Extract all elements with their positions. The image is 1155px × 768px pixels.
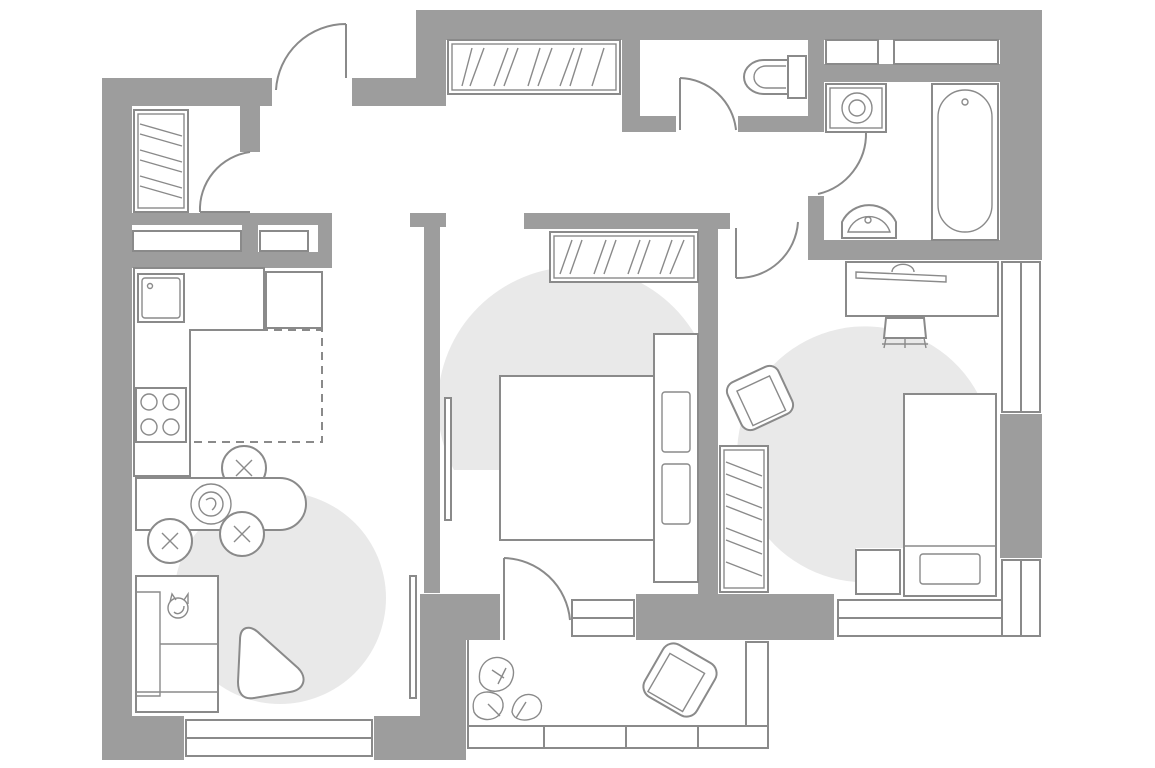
door-entry [275, 22, 347, 91]
wall-kitchen-partition-low [420, 594, 500, 640]
plant-icon [472, 656, 543, 721]
wall-toilet-bottom-left [622, 116, 676, 132]
wall-wardrobe-right [622, 40, 640, 132]
armchair-icon [725, 364, 795, 432]
toilet-icon [743, 55, 807, 99]
niche-shelf-2 [893, 39, 999, 65]
sink-icon [841, 204, 897, 239]
nightstand-icon [855, 549, 901, 595]
wall-upper-top [416, 10, 1042, 40]
sliding-door-kitchen [409, 575, 417, 699]
wall-entry-left-jamb [256, 78, 272, 96]
wall-bottom-left [102, 716, 184, 760]
wall-kids-right-pier [1000, 414, 1042, 558]
wardrobe-icon [719, 445, 769, 593]
wall-storage-shelf [132, 213, 332, 225]
wall-storage-post [318, 213, 332, 259]
wall-toilet-bottom-right [738, 116, 822, 132]
armchair-icon [642, 642, 718, 718]
sliding-door-bedroom [444, 397, 452, 521]
door-storage [198, 151, 251, 213]
single-bed-icon [903, 393, 997, 597]
niche-shelf-1 [825, 39, 879, 65]
balcony [467, 640, 769, 749]
niche-storage-2 [259, 230, 309, 252]
office-chair-icon [882, 317, 928, 349]
wall-bath-top [808, 64, 1000, 82]
door-kids [735, 221, 799, 280]
wall-kitchen-top [132, 252, 332, 268]
wall-bedroom-bottom [636, 594, 834, 640]
wall-upper-right [1000, 10, 1042, 260]
wall-hall-jamb [718, 213, 730, 227]
desk-icon [845, 261, 999, 317]
wardrobe-icon [447, 39, 621, 95]
wall-top-left-jamb [240, 78, 260, 152]
door-toilet [679, 77, 737, 131]
bedroom-zone [437, 266, 698, 470]
double-bed-icon [499, 333, 699, 583]
bathtub-icon [931, 83, 999, 241]
niches [132, 39, 999, 252]
dining-table-icon [135, 477, 307, 531]
washing-machine-icon [825, 83, 887, 133]
fridge-icon [265, 271, 323, 329]
door-balcony [503, 557, 571, 640]
wall-left [102, 78, 132, 760]
wall-kitchen-partition [424, 213, 440, 593]
wall-toilet-right [808, 40, 824, 132]
wall-bedroom-right [698, 213, 718, 595]
cat-icon [167, 591, 189, 619]
doors [198, 22, 868, 699]
kids-room-zone [737, 326, 978, 582]
kitchen-sink-icon [137, 273, 185, 323]
balcony-rail [467, 725, 769, 749]
stove-icon [135, 387, 187, 443]
wall-bedroom-top [524, 213, 730, 229]
coffee-table-icon [236, 626, 305, 700]
chair-icon [219, 511, 265, 557]
balcony-side-rail [745, 641, 769, 727]
sofa-icon [135, 575, 219, 713]
wardrobe-icon [133, 109, 189, 213]
door-bath [817, 131, 868, 195]
chair-icon [147, 518, 193, 564]
wardrobes [133, 39, 769, 593]
wall-bath-bottom [808, 240, 1042, 260]
walls [102, 10, 1042, 760]
windows [185, 261, 1041, 757]
wall-storage-divider [242, 225, 258, 258]
wardrobe-icon [549, 231, 699, 283]
niche-storage-1 [132, 230, 242, 252]
